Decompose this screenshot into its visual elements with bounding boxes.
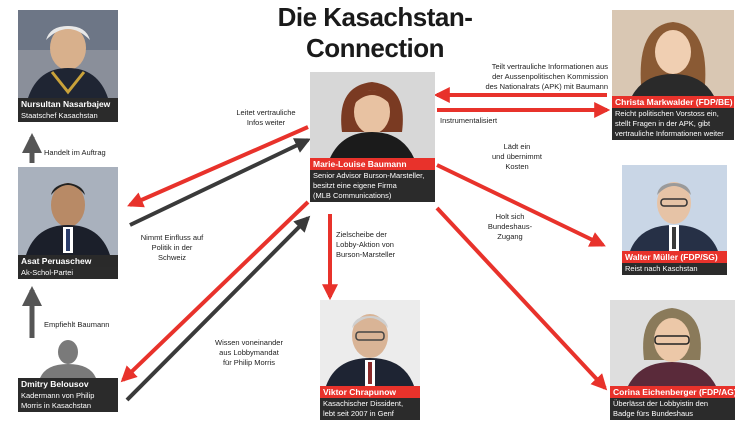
desc-mueller: Reist nach Kaschstan xyxy=(622,263,727,275)
arrow-baumann-to-peruaschew xyxy=(127,125,309,208)
name-eichenberger: Corina Eichenberger (FDP/AG) xyxy=(610,386,737,398)
desc-eichenberger: Überlässt der Lobbyistin den Badge fürs … xyxy=(610,398,735,420)
name-markwalder: Christa Markwalder (FDP/BE) xyxy=(612,96,734,108)
portrait-markwalder xyxy=(612,10,734,96)
name-nasarbajew: Nursultan Nasarbajew xyxy=(18,98,118,110)
portrait-peruaschew xyxy=(18,167,118,255)
desc-peruaschew: Ak-Schol-Partei xyxy=(18,267,118,279)
label-handelt-im-auftrag: Handelt im Auftrag xyxy=(44,148,106,157)
arrow-baumann-to-belousov xyxy=(120,200,310,383)
arrow-baumann-to-mueller xyxy=(436,163,606,247)
label-zielscheibe: Zielscheibe der Lobby-Aktion von Burson-… xyxy=(336,230,396,259)
name-chrapunow: Viktor Chrapunow xyxy=(320,386,420,398)
portrait-eichenberger xyxy=(610,300,735,386)
arrow-belousov-to-baumann xyxy=(125,215,311,402)
name-peruaschew: Asat Peruaschew xyxy=(18,255,118,267)
page-title: Die Kasachstan-Connection xyxy=(277,2,473,63)
label-wissen-voneinander: Wissen voneinander aus Lobbymandat für P… xyxy=(215,338,283,367)
label-holt-bundeshaus: Holt sich Bundeshaus- Zugang xyxy=(487,212,533,241)
label-instrumentalisiert: Instrumentalisiert xyxy=(440,116,498,125)
desc-markwalder: Reicht politischen Vorstoss ein, stellt … xyxy=(612,108,734,140)
desc-chrapunow: Kasachischer Dissident, lebt seit 2007 i… xyxy=(320,398,420,420)
portrait-baumann xyxy=(310,72,435,158)
portrait-nasarbajew xyxy=(18,10,118,98)
portrait-mueller xyxy=(622,165,727,251)
arrow-peruaschew-to-baumann xyxy=(129,138,311,227)
label-nimmt-einfluss: Nimmt Einfluss auf Politik in der Schwei… xyxy=(140,233,204,262)
name-baumann: Marie-Louise Baumann xyxy=(310,158,435,170)
name-mueller: Walter Müller (FDP/SG) xyxy=(622,251,727,263)
portrait-placeholder-belousov xyxy=(18,338,118,378)
label-teilt-informationen: Teilt vertrauliche Informationen aus der… xyxy=(485,62,608,91)
desc-belousov: Kadermann von Philip Morris in Kasachsta… xyxy=(18,390,118,412)
label-leitet-infos: Leitet vertrauliche Infos weiter xyxy=(236,108,296,127)
label-empfiehlt-baumann: Empfiehlt Baumann xyxy=(44,320,110,329)
label-laedt-ein: Lädt ein und übernimmt Kosten xyxy=(491,142,543,171)
arrow-baumann-to-eichenberger xyxy=(435,206,608,391)
portrait-chrapunow xyxy=(320,300,420,386)
desc-baumann: Senior Advisor Burson-Marsteller, besitz… xyxy=(310,170,435,202)
desc-nasarbajew: Staatschef Kasachstan xyxy=(18,110,118,122)
name-belousov: Dmitry Belousov xyxy=(18,378,118,390)
